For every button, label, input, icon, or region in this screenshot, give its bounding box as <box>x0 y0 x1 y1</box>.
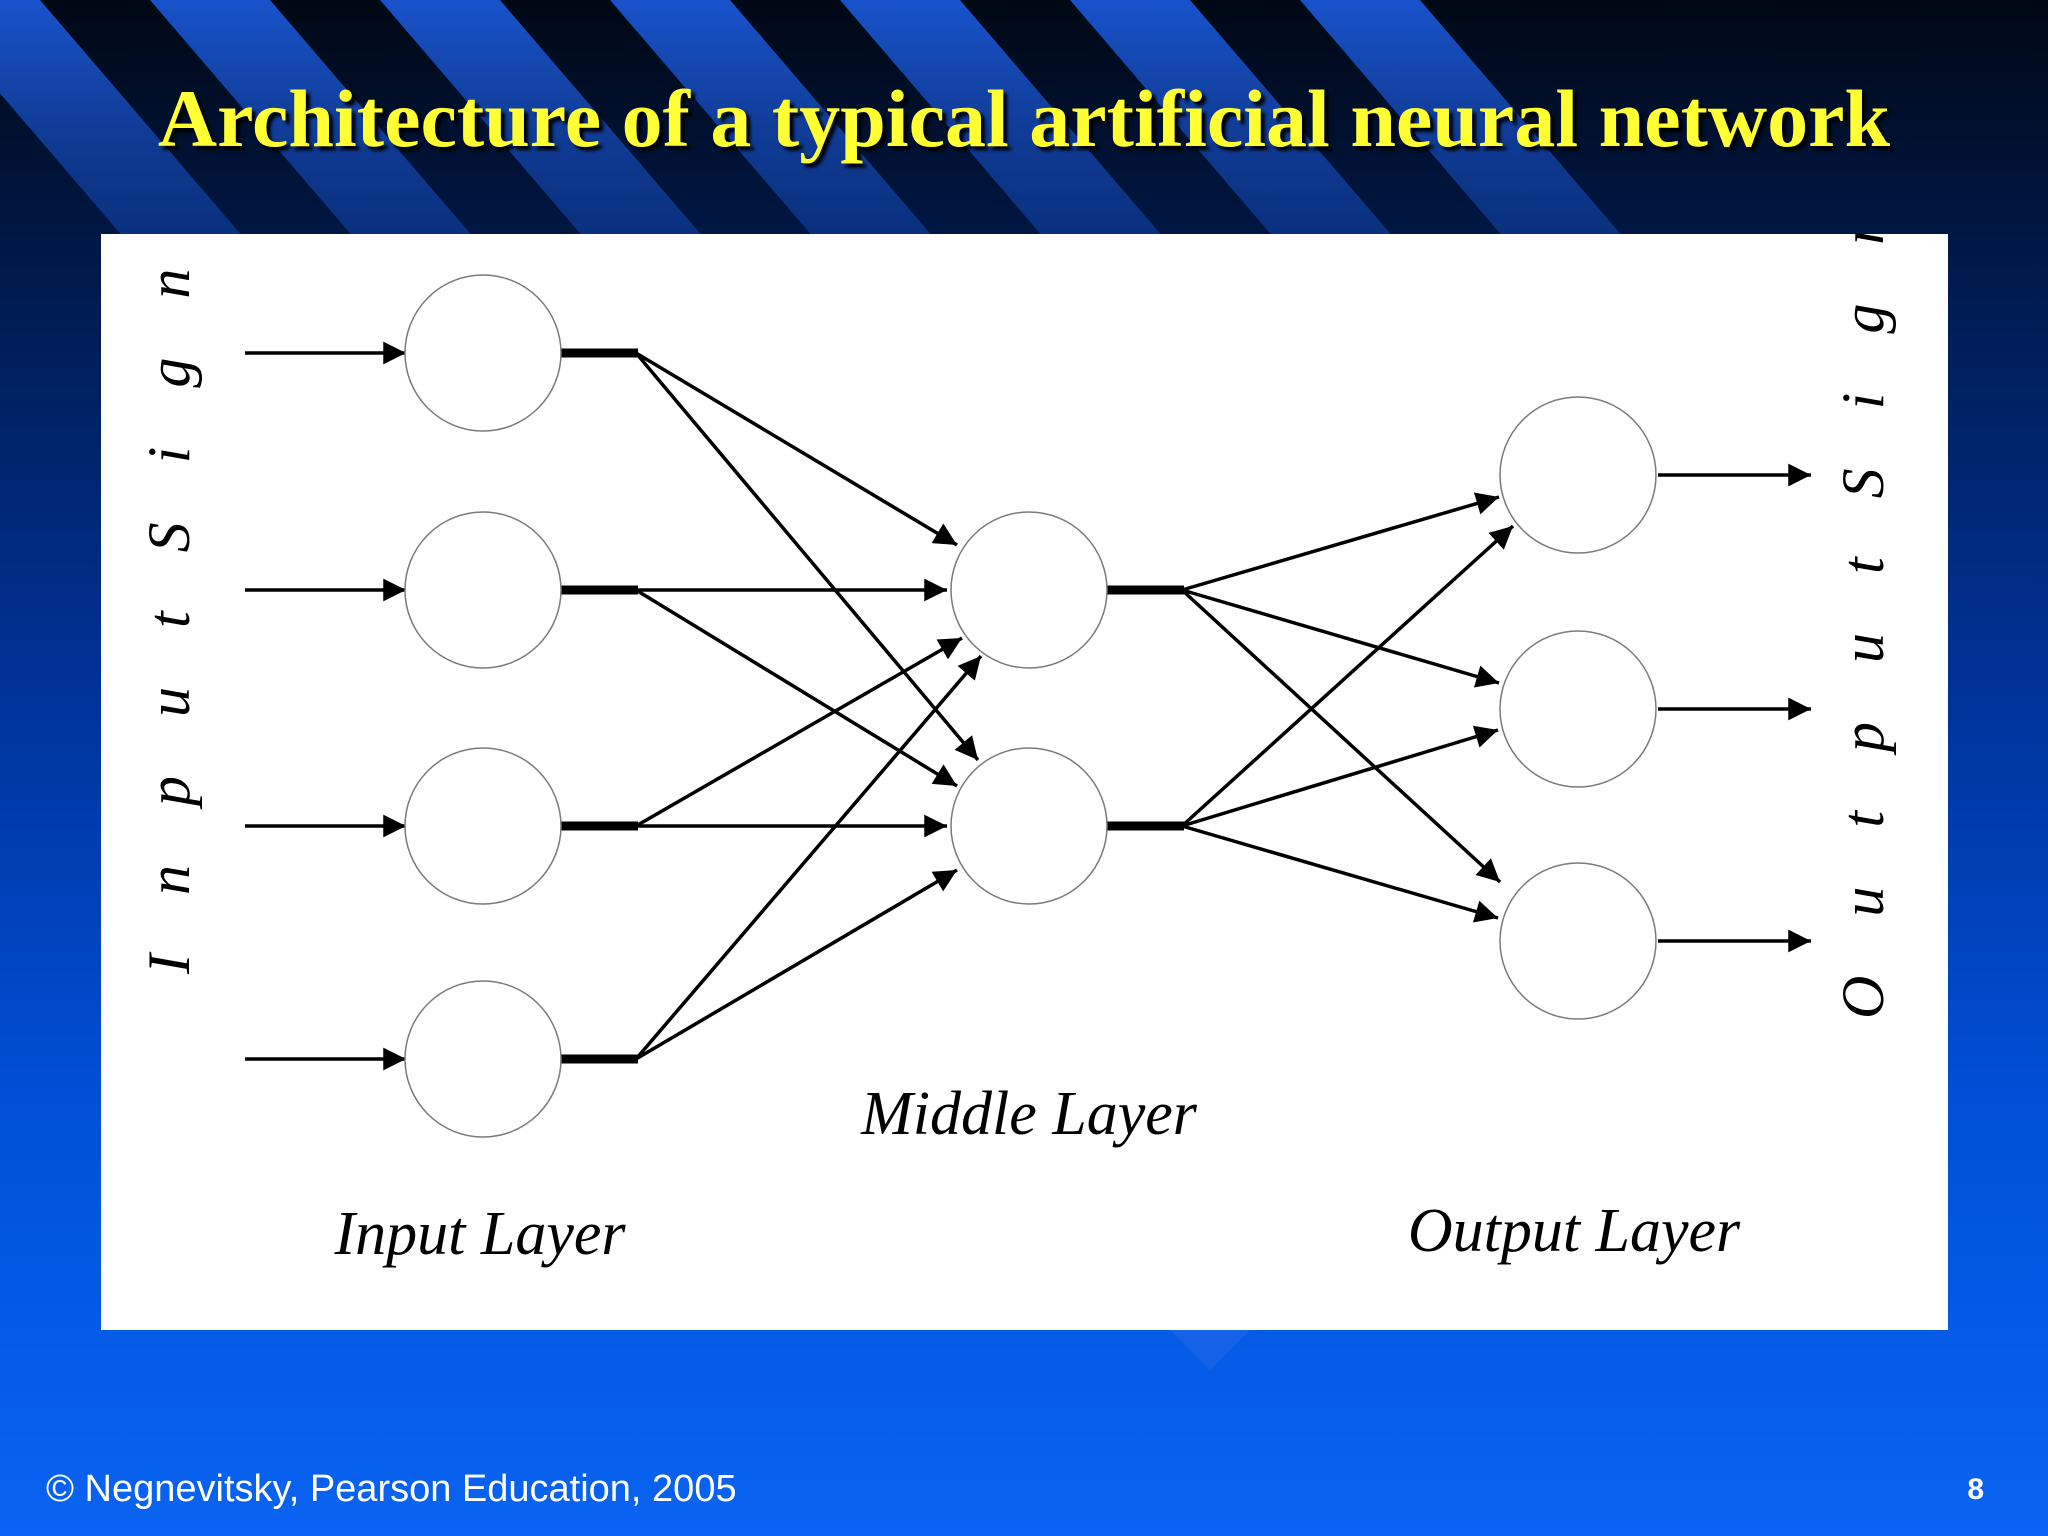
input-to-middle-connections <box>634 351 983 1061</box>
middle-neuron <box>950 747 1108 905</box>
neuron-output-stubs <box>559 348 1184 1064</box>
input-neuron <box>404 274 562 432</box>
output-neuron <box>1499 862 1657 1020</box>
page-number: 8 <box>1967 1473 1984 1506</box>
output-signals-label: O u t p u t S i g n a l s <box>1830 234 1896 1019</box>
input-neuron <box>404 747 562 905</box>
input-signals-label: I n p u t S i g n a l s <box>136 234 202 975</box>
connection-arrow <box>1181 588 1500 688</box>
connection-arrow <box>1181 492 1500 592</box>
neural-network-diagram: I n p u t S i g n a l s O u t p u t S i … <box>136 234 1896 1268</box>
output-neuron <box>1499 396 1657 554</box>
output-layer-label: Output Layer <box>1408 1197 1741 1265</box>
middle-layer-neurons <box>950 511 1108 905</box>
output-neuron <box>1499 630 1657 788</box>
input-neuron <box>404 511 562 669</box>
connection-arrow <box>635 636 963 828</box>
connection-arrow <box>635 868 958 1061</box>
footer-copyright: © Negnevitsky, Pearson Education, 2005 <box>46 1468 737 1510</box>
input-layer-label: Input Layer <box>333 1200 626 1268</box>
connection-arrow <box>635 351 958 547</box>
input-signal-arrows <box>245 341 406 1071</box>
connection-arrow <box>634 654 983 1061</box>
connection-arrow <box>1180 524 1515 828</box>
connection-arrow <box>1181 824 1499 923</box>
slide-title: Architecture of a typical artificial neu… <box>157 73 1891 164</box>
output-signal-arrows <box>1658 463 1811 953</box>
middle-to-output-connections <box>1180 492 1515 923</box>
diagram-panel: I n p u t S i g n a l s O u t p u t S i … <box>101 234 1948 1330</box>
output-layer-neurons <box>1499 396 1657 1020</box>
connection-arrow <box>634 351 980 762</box>
input-layer-neurons <box>404 274 562 1138</box>
middle-neuron <box>950 511 1108 669</box>
input-neuron <box>404 980 562 1138</box>
connection-arrow <box>635 588 958 788</box>
connection-arrow <box>1180 588 1502 884</box>
middle-layer-label: Middle Layer <box>860 1080 1198 1148</box>
connection-arrow <box>1181 725 1499 828</box>
